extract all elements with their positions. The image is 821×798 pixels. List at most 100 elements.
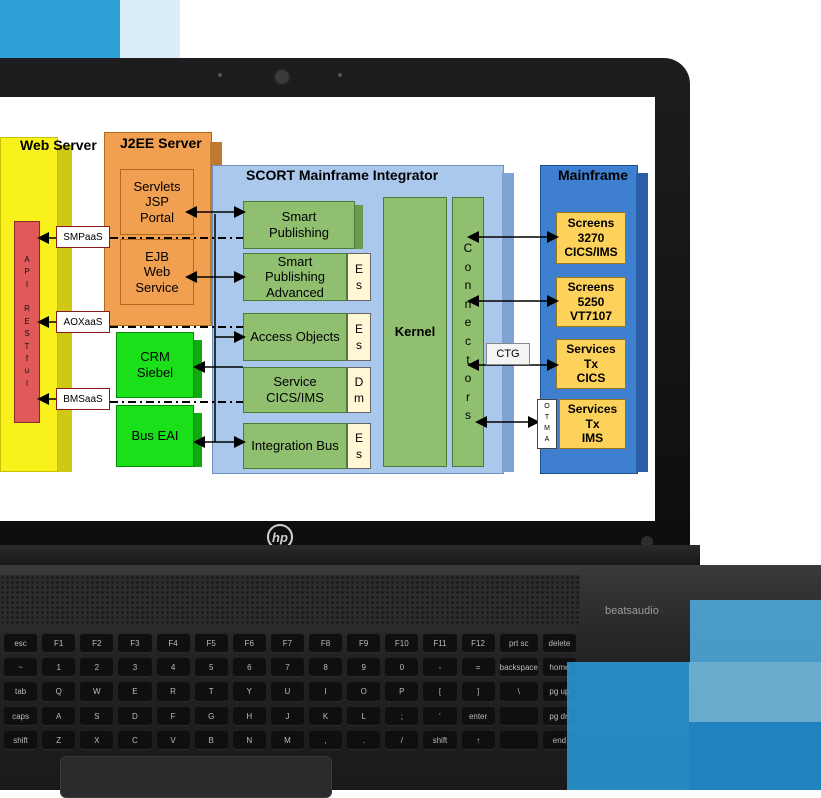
keyboard-key[interactable] [499, 706, 538, 726]
mainframe-screens-5250: Screens 5250 VT7107 [556, 277, 626, 327]
keyboard-key[interactable]: F10 [385, 634, 419, 654]
keyboard-key[interactable]: I [309, 682, 343, 702]
keyboard-key[interactable]: \ [499, 682, 538, 702]
keyboard-key[interactable]: K [309, 706, 343, 726]
keyboard-key[interactable]: 8 [309, 658, 343, 678]
keyboard-key[interactable]: prt sc [499, 634, 538, 654]
keyboard-key[interactable]: esc [4, 634, 38, 654]
keyboard-key[interactable]: F9 [347, 634, 381, 654]
integrator-title: SCORT Mainframe Integrator [246, 167, 439, 183]
keyboard-key[interactable]: ; [385, 706, 419, 726]
module-service-cics-ims: Service CICS/IMS [243, 367, 347, 413]
keyboard-key[interactable]: M [270, 730, 304, 750]
vertical-letter: o [464, 371, 472, 386]
vertical-letter: t [466, 352, 470, 367]
vertical-letter: M [544, 425, 550, 432]
keyboard-key[interactable]: caps [4, 706, 38, 726]
integrator-side [502, 173, 514, 472]
trackpad[interactable] [60, 756, 332, 798]
keyboard-key[interactable]: B [194, 730, 228, 750]
keyboard-key[interactable]: J [270, 706, 304, 726]
vertical-letter: s [465, 408, 471, 423]
keyboard-key[interactable]: Q [42, 682, 76, 702]
keyboard-key[interactable]: S [80, 706, 114, 726]
keyboard-key[interactable]: F6 [232, 634, 266, 654]
keyboard-key[interactable]: 9 [347, 658, 381, 678]
keyboard-key[interactable]: 7 [270, 658, 304, 678]
keyboard-key[interactable]: F4 [156, 634, 190, 654]
keyboard-key[interactable]: F1 [42, 634, 76, 654]
aoxaas-tag: AOXaaS [56, 311, 110, 333]
web-server-side [58, 145, 72, 472]
keyboard-key[interactable]: E [118, 682, 152, 702]
decor-square [689, 722, 821, 790]
keyboard-key[interactable]: X [80, 730, 114, 750]
keyboard-key[interactable]: Z [42, 730, 76, 750]
keyboard-key[interactable]: 1 [42, 658, 76, 678]
keyboard-key[interactable]: / [385, 730, 419, 750]
keyboard-key[interactable]: enter [461, 706, 495, 726]
keyboard-key[interactable]: ~ [4, 658, 38, 678]
keyboard-key[interactable]: Y [232, 682, 266, 702]
keyboard-key[interactable]: [ [423, 682, 457, 702]
keyboard-key[interactable]: = [461, 658, 495, 678]
decor-square [567, 662, 689, 790]
keyboard-key[interactable]: F [156, 706, 190, 726]
vertical-letter: f [25, 353, 29, 363]
speaker-grille [0, 575, 580, 625]
crm-side [194, 340, 202, 398]
keyboard-key[interactable]: tab [4, 682, 38, 702]
keyboard-key[interactable]: A [42, 706, 76, 726]
keyboard-key[interactable]: W [80, 682, 114, 702]
vertical-letter: A [24, 254, 30, 264]
keyboard-key[interactable]: F2 [80, 634, 114, 654]
keyboard-key[interactable]: . [347, 730, 381, 750]
keyboard-key[interactable]: 6 [232, 658, 266, 678]
keyboard-key[interactable]: H [232, 706, 266, 726]
keyboard-key[interactable]: V [156, 730, 190, 750]
keyboard-key[interactable]: F7 [270, 634, 304, 654]
vertical-letter: C [463, 241, 473, 256]
keyboard-key[interactable]: P [385, 682, 419, 702]
keyboard-key[interactable]: 2 [80, 658, 114, 678]
keyboard-key[interactable]: 4 [156, 658, 190, 678]
keyboard-key[interactable]: ] [461, 682, 495, 702]
keyboard-key[interactable]: O [347, 682, 381, 702]
keyboard-key[interactable]: 0 [385, 658, 419, 678]
keyboard-key[interactable]: 3 [118, 658, 152, 678]
keyboard-key[interactable]: U [270, 682, 304, 702]
keyboard-key[interactable]: delete [542, 634, 576, 654]
vertical-letter: A [544, 435, 550, 443]
keyboard-key[interactable]: F11 [423, 634, 457, 654]
keyboard-key[interactable] [499, 730, 538, 750]
keyboard-key[interactable]: F3 [118, 634, 152, 654]
vertical-letter: I [25, 279, 29, 289]
vertical-letter: l [26, 378, 28, 388]
keyboard-key[interactable]: D [118, 706, 152, 726]
keyboard-key[interactable]: N [232, 730, 266, 750]
keyboard-key[interactable]: T [194, 682, 228, 702]
keyboard-key[interactable]: C [118, 730, 152, 750]
keyboard-key[interactable]: F5 [194, 634, 228, 654]
decor-square [120, 0, 180, 60]
keyboard-key[interactable]: shift [4, 730, 38, 750]
keyboard-key[interactable]: G [194, 706, 228, 726]
keyboard-key[interactable]: shift [423, 730, 457, 750]
keyboard-key[interactable]: , [309, 730, 343, 750]
keyboard-key[interactable]: R [156, 682, 190, 702]
beats-audio-label: beatsaudio [605, 605, 659, 617]
keyboard-key[interactable]: F12 [461, 634, 495, 654]
decor-square [690, 600, 821, 662]
mainframe-side [636, 173, 648, 472]
vertical-letter: O [544, 403, 550, 411]
keyboard-key[interactable]: F8 [309, 634, 343, 654]
decor-square [0, 0, 120, 60]
keyboard-key[interactable]: ↑ [461, 730, 495, 750]
keyboard-key[interactable]: backspace [499, 658, 538, 678]
keyboard-key[interactable]: 5 [194, 658, 228, 678]
keyboard-key[interactable]: ' [423, 706, 457, 726]
keyboard-key[interactable]: L [347, 706, 381, 726]
keyboard-key[interactable]: - [423, 658, 457, 678]
module-access-objects: Access Objects [243, 313, 347, 361]
